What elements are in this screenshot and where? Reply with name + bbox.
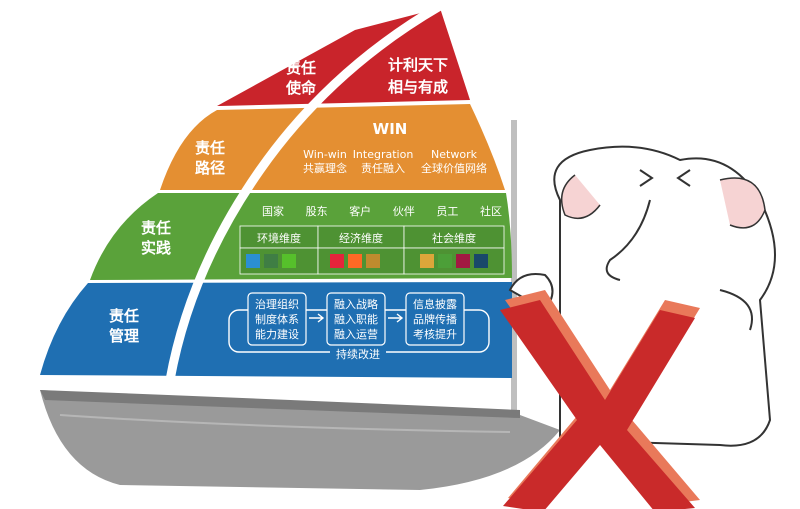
- sdg-icon: [438, 254, 452, 268]
- sdg-icon: [456, 254, 470, 268]
- stakeholder: 社区: [479, 205, 502, 218]
- management-left-label: 责任 管理: [108, 307, 139, 345]
- arrow-icon: [309, 313, 325, 323]
- sail-divider: [165, 2, 443, 381]
- arrow-icon: [388, 313, 404, 323]
- hull-rim: [40, 390, 520, 418]
- sdg-icon: [474, 254, 488, 268]
- mgmt-box-2: [326, 292, 386, 346]
- mgmt-box-1-text: 治理组织制度体系能力建设: [255, 298, 299, 341]
- dimension-label-economy: 经济维度: [339, 232, 383, 245]
- elephant-mascot: [508, 145, 776, 447]
- mast: [511, 120, 517, 420]
- win-title: WIN: [372, 120, 408, 138]
- sdg-icon: [348, 254, 362, 268]
- hull: [40, 390, 560, 490]
- mgmt-box-2-text: 融入战略融入职能融入运营: [334, 298, 378, 341]
- mission-right-line2: 相与有成: [387, 78, 448, 96]
- stakeholder: 员工: [436, 205, 459, 218]
- stakeholder: 股东: [305, 205, 328, 218]
- sdg-icon: [420, 254, 434, 268]
- mgmt-box-3-text: 信息披露品牌传播考核提升: [413, 298, 457, 341]
- practice-left-label: 责任 实践: [140, 219, 171, 257]
- path-band: [160, 104, 505, 190]
- dimension-label-society: 社会维度: [432, 232, 476, 245]
- stakeholder: 客户: [349, 205, 372, 218]
- sdg-icon: [330, 254, 344, 268]
- sdg-icon: [264, 254, 278, 268]
- sdg-icon: [246, 254, 260, 268]
- mission-right-line1: 计利天下: [387, 56, 448, 74]
- stakeholder-row: 国家 股东 客户 伙伴 员工 社区: [262, 203, 502, 219]
- mgmt-box-3: [405, 292, 465, 346]
- path-left-label: 责任 路径: [194, 139, 225, 177]
- mission-left-label: 责任 使命: [285, 59, 316, 97]
- stakeholder: 国家: [262, 205, 284, 218]
- dimension-label-environment: 环境维度: [257, 232, 301, 245]
- loop-label: 持续改进: [336, 348, 380, 361]
- mgmt-box-1: [247, 292, 307, 346]
- sdg-icon: [366, 254, 380, 268]
- mission-band: [217, 8, 470, 106]
- stakeholder: 伙伴: [392, 205, 415, 218]
- sdg-icon: [282, 254, 296, 268]
- red-x-mark: [500, 290, 700, 509]
